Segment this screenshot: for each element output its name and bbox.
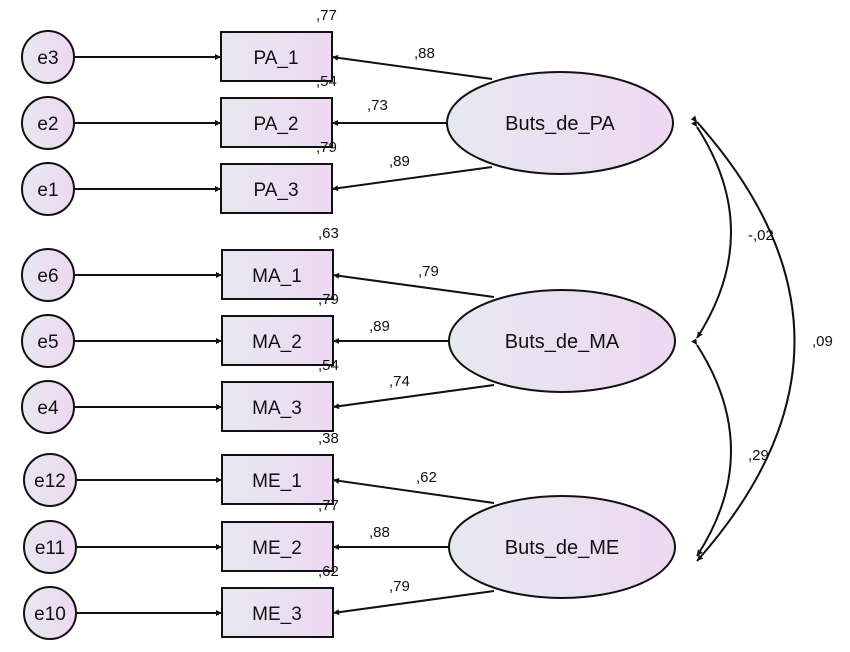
latent-node bbox=[448, 495, 676, 599]
error-label: e4 bbox=[37, 398, 59, 419]
loading-arrow bbox=[332, 384, 495, 410]
r-squared-label: ,38 bbox=[318, 430, 339, 447]
loading-label: ,79 bbox=[389, 578, 410, 595]
latent-label: Buts_de_MA bbox=[505, 331, 620, 353]
latent-node bbox=[448, 289, 676, 393]
indicator-box bbox=[220, 97, 333, 148]
indicator-box bbox=[221, 381, 334, 432]
latent-label: Buts_de_PA bbox=[505, 113, 615, 135]
r-squared-label: ,79 bbox=[318, 291, 339, 308]
loading-arrow bbox=[332, 477, 495, 504]
error-label: e5 bbox=[37, 332, 58, 353]
error-label: e1 bbox=[37, 180, 58, 201]
error-label: e6 bbox=[37, 266, 58, 287]
indicator-label: ME_1 bbox=[252, 471, 302, 492]
correlation-curve-ma-me bbox=[691, 338, 732, 557]
indicator-label: ME_3 bbox=[252, 604, 302, 625]
error-label: e3 bbox=[37, 48, 58, 69]
error-label: e12 bbox=[34, 471, 66, 492]
loading-label: ,89 bbox=[369, 318, 390, 335]
row-pa-3: e1 PA_3 ,79 bbox=[21, 139, 337, 216]
indicator-label: MA_3 bbox=[252, 398, 302, 419]
r-squared-label: ,63 bbox=[318, 225, 339, 242]
loading-arrow bbox=[332, 590, 495, 616]
loading-arrow bbox=[331, 54, 493, 80]
row-pa-1: e3 PA_1 ,77 bbox=[21, 7, 337, 84]
correlation-label-pa-ma: -,02 bbox=[748, 227, 774, 244]
indicator-label: PA_3 bbox=[253, 180, 298, 201]
correlation-curve-pa-ma bbox=[691, 120, 732, 339]
indicator-label: ME_2 bbox=[252, 538, 302, 559]
error-label: e11 bbox=[35, 538, 65, 559]
correlation-curve-pa-me bbox=[690, 115, 796, 562]
loading-label: ,88 bbox=[414, 45, 435, 62]
r-squared-label: ,62 bbox=[318, 563, 339, 580]
loading-labels: ,88 ,73 ,89 ,79 ,89 ,74 ,62 ,88 ,79 bbox=[367, 45, 439, 595]
loading-label: ,62 bbox=[416, 469, 437, 486]
r-squared-label: ,54 bbox=[316, 73, 337, 90]
latent-label: Buts_de_ME bbox=[505, 537, 620, 559]
loading-label: ,79 bbox=[418, 263, 439, 280]
latent-ma: Buts_de_MA bbox=[448, 289, 676, 393]
error-label: e2 bbox=[37, 114, 58, 135]
loading-label: ,89 bbox=[389, 153, 410, 170]
error-label: e10 bbox=[34, 604, 66, 625]
row-me-2: e11 ME_2 ,77 bbox=[23, 497, 339, 574]
r-squared-label: ,77 bbox=[318, 497, 339, 514]
loading-label: ,74 bbox=[389, 373, 410, 390]
correlation-label-pa-me: ,09 bbox=[812, 333, 833, 350]
r-squared-label: ,79 bbox=[316, 139, 337, 156]
loading-label: ,88 bbox=[369, 524, 390, 541]
indicator-box bbox=[221, 587, 334, 638]
row-ma-2: e5 MA_2 ,79 bbox=[21, 291, 339, 368]
r-squared-label: ,77 bbox=[316, 7, 337, 24]
latent-node bbox=[446, 71, 674, 175]
loading-arrows bbox=[331, 54, 495, 616]
loading-arrow bbox=[332, 272, 495, 298]
latent-pa: Buts_de_PA bbox=[446, 71, 674, 175]
row-ma-1: e6 MA_1 ,63 bbox=[21, 225, 339, 302]
row-me-3: e10 ME_3 ,62 bbox=[23, 563, 339, 640]
row-ma-3: e4 MA_3 ,54 bbox=[21, 357, 339, 434]
indicator-label: PA_1 bbox=[253, 48, 298, 69]
r-squared-label: ,54 bbox=[318, 357, 339, 374]
correlation-curves bbox=[690, 115, 796, 562]
row-pa-2: e2 PA_2 ,54 bbox=[21, 73, 337, 150]
correlation-label-ma-me: ,29 bbox=[748, 447, 769, 464]
loading-label: ,73 bbox=[367, 97, 388, 114]
latent-me: Buts_de_ME bbox=[448, 495, 676, 599]
indicator-box bbox=[221, 521, 334, 572]
indicator-box bbox=[220, 31, 333, 82]
indicator-label: MA_2 bbox=[252, 332, 302, 353]
row-me-1: e12 ME_1 ,38 bbox=[23, 430, 339, 507]
correlation-labels: -,02 ,29 ,09 bbox=[748, 227, 833, 464]
loading-arrow bbox=[331, 166, 493, 192]
indicator-label: MA_1 bbox=[252, 266, 302, 287]
indicator-label: PA_2 bbox=[253, 114, 298, 135]
indicator-box bbox=[220, 163, 333, 214]
